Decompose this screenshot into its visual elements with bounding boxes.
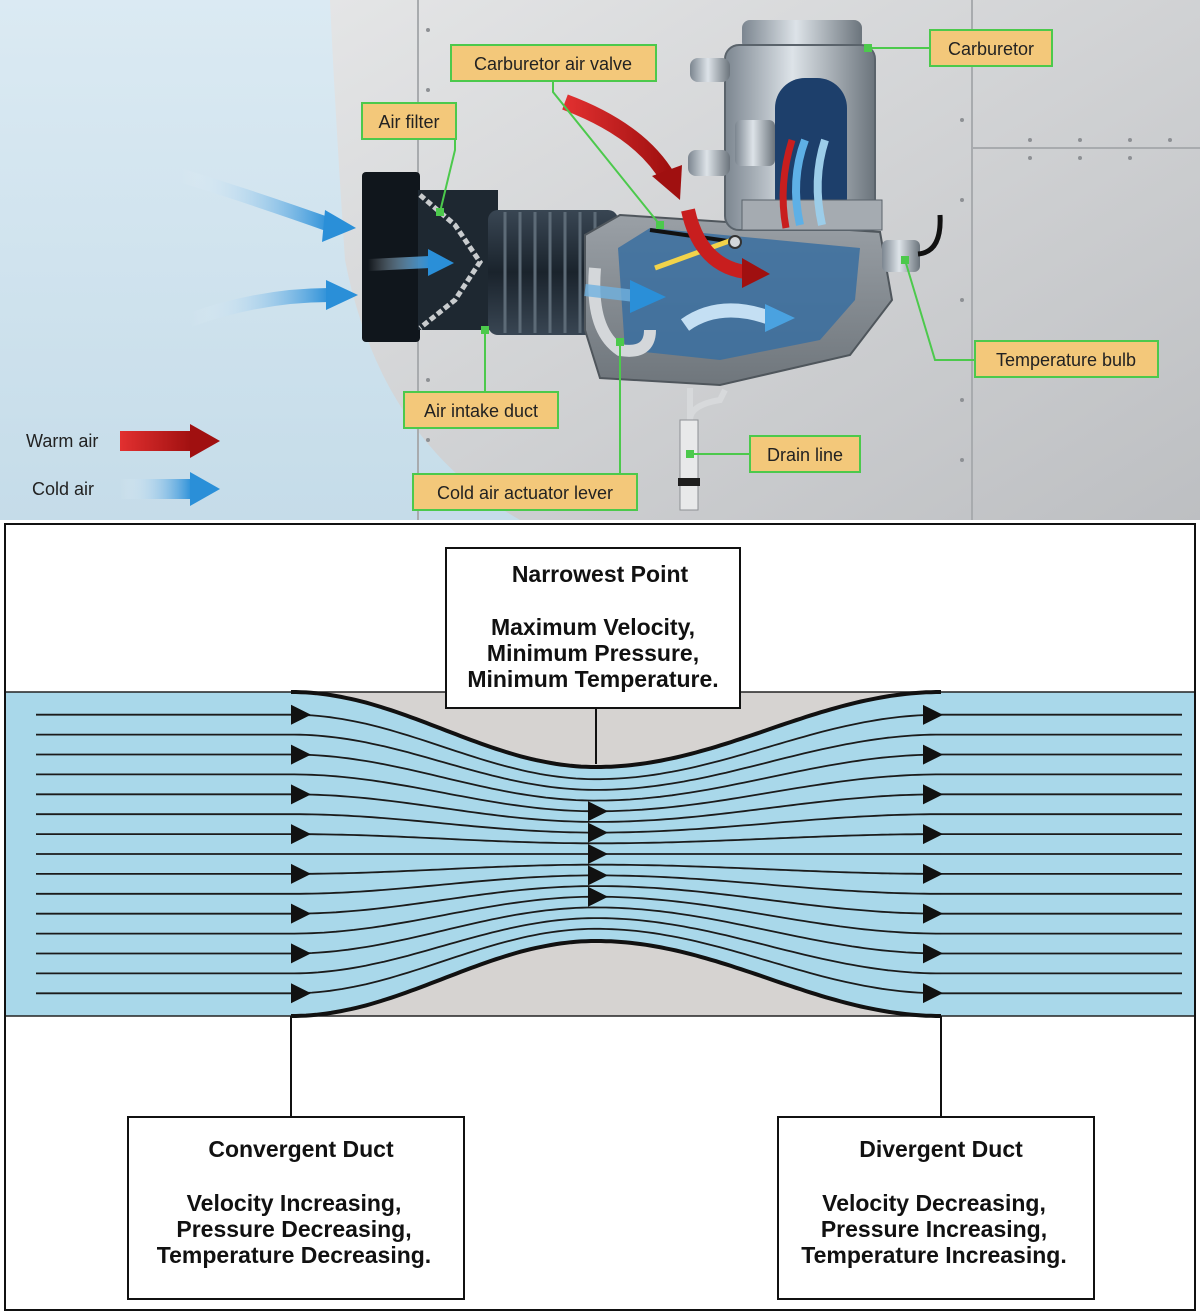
- narrowest-point-box: Narrowest Point Maximum Velocity, Minimu…: [445, 547, 741, 709]
- legend-cold-air-arrowhead: [190, 472, 220, 506]
- venturi-top-wall: [291, 690, 941, 769]
- carburetor-top: [742, 20, 862, 50]
- warm-air-flow-arrows: [562, 94, 796, 288]
- callout-air-filter: Air filter: [361, 102, 457, 140]
- legend-warm-air-arrowhead: [190, 424, 220, 458]
- cold-air-flow-arrows: [177, 138, 829, 332]
- venturi-flow-arrowhead: [291, 704, 311, 725]
- venturi-flow-arrowhead: [291, 903, 311, 924]
- carburetor-illustration: Warm air Cold air Carbu: [0, 0, 1200, 520]
- callout-air-intake-duct: Air intake duct: [403, 391, 559, 429]
- callouts: Carburetor Carburetor air valve Air filt…: [361, 29, 1159, 511]
- callout-temperature-bulb: Temperature bulb: [974, 340, 1159, 378]
- venturi-streamline: [36, 874, 1182, 895]
- venturi-streamline: [36, 885, 1182, 915]
- callout-leader-lines: [439, 47, 975, 475]
- callout-carburetor-air-valve: Carburetor air valve: [450, 44, 657, 82]
- callout-temperature-bulb-text: Temperature bulb: [996, 350, 1136, 370]
- venturi-flow-arrowhead: [291, 983, 311, 1004]
- venturi-streamline: [36, 733, 1182, 791]
- venturi-flow-arrowhead: [923, 824, 943, 845]
- legend-cold-air-arrow: [120, 479, 192, 499]
- narrowest-point-line-1: Maximum Velocity,: [491, 614, 695, 640]
- venturi-flow-arrowhead: [588, 886, 608, 907]
- carburetor-fitting: [735, 120, 775, 166]
- narrowest-point-title: Narrowest Point: [512, 561, 689, 587]
- venturi-streamline: [36, 895, 1182, 935]
- convergent-duct-title: Convergent Duct: [208, 1136, 394, 1162]
- venturi-streamline: [36, 753, 1182, 802]
- venturi-bottom-wall: [291, 939, 941, 1018]
- callout-endpoints: [436, 44, 909, 458]
- callout-drain-line-text: Drain line: [767, 445, 843, 465]
- venturi-flow-arrowhead: [923, 744, 943, 765]
- callout-carburetor: Carburetor: [929, 29, 1053, 67]
- narrowest-point-line-3: Minimum Temperature.: [467, 666, 718, 692]
- venturi-flow-arrowhead: [923, 704, 943, 725]
- divergent-duct-line-3: Temperature Increasing.: [801, 1242, 1066, 1268]
- venturi-flow-arrowhead: [291, 863, 311, 884]
- venturi-flow-arrowhead: [923, 983, 943, 1004]
- venturi-flow-arrowhead: [291, 744, 311, 765]
- callout-carburetor-text: Carburetor: [948, 39, 1034, 59]
- venturi-diagram: Narrowest Point Maximum Velocity, Minimu…: [4, 523, 1196, 1311]
- callout-cold-air-actuator-lever: Cold air actuator lever: [412, 473, 638, 511]
- venturi-flow-arrowhead: [291, 943, 311, 964]
- rivets: [426, 28, 1172, 462]
- venturi-streamline: [36, 906, 1182, 955]
- carburetor-flange: [741, 199, 883, 231]
- venturi-streamline: [36, 793, 1182, 823]
- convergent-duct-box: Convergent Duct Velocity Increasing, Pre…: [127, 1116, 465, 1300]
- venturi-streamline: [36, 773, 1182, 813]
- narrowest-point-line-2: Minimum Pressure,: [487, 640, 699, 666]
- legend-cold-air-label: Cold air: [32, 479, 94, 499]
- venturi-flow-arrowhead: [923, 784, 943, 805]
- divergent-duct-line-1: Velocity Decreasing,: [822, 1190, 1046, 1216]
- venturi-flow-arrowhead: [923, 903, 943, 924]
- carburetor-air-valve-flap-open: [654, 237, 733, 271]
- venturi-flow-arrowhead: [588, 801, 608, 822]
- venturi-flow-arrows: [291, 704, 943, 1004]
- carburetor-fitting: [690, 58, 730, 82]
- venturi-streamline: [36, 863, 1182, 875]
- temperature-bulb-wire: [917, 214, 943, 257]
- venturi-streamline: [36, 927, 1182, 995]
- air-inlet: [362, 172, 420, 342]
- venturi-flow-arrowhead: [588, 865, 608, 886]
- legend-warm-air-label: Warm air: [26, 431, 98, 451]
- callout-drain-line: Drain line: [749, 435, 861, 473]
- venturi-streamline: [36, 917, 1182, 975]
- venturi-streamlines: [36, 713, 1182, 995]
- convergent-duct-line-2: Pressure Decreasing,: [176, 1216, 411, 1242]
- drain-line-tube: [679, 419, 699, 511]
- venturi-streamline: [36, 833, 1182, 845]
- duct-corrugations: [503, 212, 597, 333]
- venturi-flow-arrowhead: [588, 822, 608, 843]
- divergent-duct-line-2: Pressure Increasing,: [821, 1216, 1047, 1242]
- divergent-duct-title: Divergent Duct: [859, 1136, 1023, 1162]
- callout-air-filter-text: Air filter: [378, 112, 439, 132]
- drain-line-band: [678, 478, 700, 486]
- callout-air-intake-duct-text: Air intake duct: [424, 401, 538, 421]
- venturi-streamline: [36, 713, 1182, 781]
- venturi-flow-arrowhead: [291, 824, 311, 845]
- venturi-flow-arrowhead: [291, 784, 311, 805]
- valve-pivot: [728, 235, 742, 249]
- venturi-flow-arrowhead: [923, 863, 943, 884]
- carburetor-fitting: [688, 150, 730, 176]
- venturi-flow-arrowhead: [923, 943, 943, 964]
- venturi-flow-arrowhead: [588, 844, 608, 864]
- legend-warm-air-arrow: [120, 431, 192, 451]
- venturi-streamline: [36, 813, 1182, 834]
- callout-cold-air-actuator-lever-text: Cold air actuator lever: [437, 483, 613, 503]
- callout-carburetor-air-valve-text: Carburetor air valve: [474, 54, 632, 74]
- divergent-duct-box: Divergent Duct Velocity Decreasing, Pres…: [777, 1116, 1095, 1300]
- legend: Warm air Cold air: [26, 424, 220, 506]
- convergent-duct-line-3: Temperature Decreasing.: [157, 1242, 431, 1268]
- convergent-duct-line-1: Velocity Increasing,: [187, 1190, 402, 1216]
